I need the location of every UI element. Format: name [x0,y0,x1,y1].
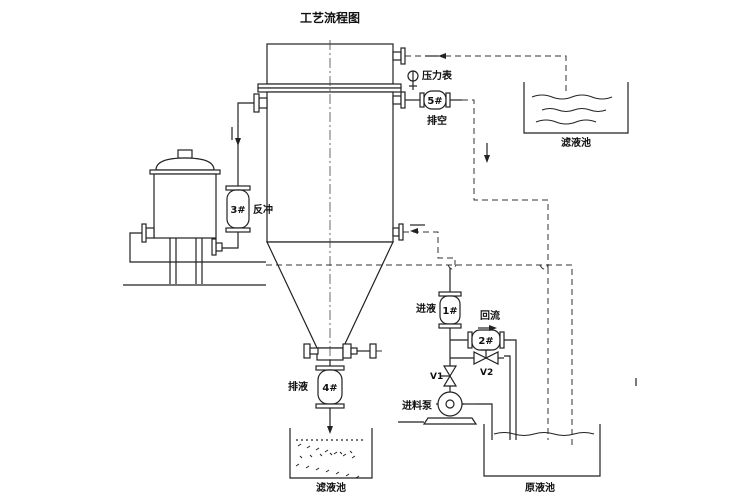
backflush-label: 反冲 [253,203,273,216]
flow-arrow-vent [484,155,490,163]
flow-arrow-top [438,53,446,59]
valve-4-label: 4# [322,383,337,394]
top-outlet-nozzle [392,47,406,65]
raw-liquid-pool [483,424,601,477]
backflush-nozzle [253,93,268,113]
cartridge-filter [141,149,223,284]
feed-pump-label: 进料泵 [402,399,433,412]
pressure-gauge [407,70,419,90]
valve-v1-label: V1 [430,372,443,382]
vent-nozzle [392,91,406,109]
main-filter-vessel [257,40,402,405]
filter-inlet-pipe [129,232,266,263]
valve-5[interactable] [405,90,462,110]
discharge-label: 排液 [288,380,308,393]
flow-arrow-discharge [327,426,333,434]
feed-header-line [266,264,573,445]
filtrate-pool-bottom-label: 滤液池 [316,481,346,494]
valve-1-label: 1# [442,306,457,317]
raw-pool-label: 原液池 [525,481,555,494]
filtrate-pool-top [523,82,629,134]
flow-arrow-return-loop [489,325,497,331]
backflush-pipe-lower [222,230,239,249]
vent-label: 排空 [427,114,447,127]
valve-3-label: 3# [230,205,245,216]
filtrate-pool-bottom [289,428,373,479]
flow-arrow-return [410,228,418,234]
vent-line [462,99,549,268]
inlet-label: 进液 [416,302,436,315]
pressure-gauge-label: 压力表 [422,69,453,82]
valve-v2-label: V2 [480,368,493,378]
valve-3[interactable] [225,185,251,233]
filtrate-pool-top-label: 滤液池 [561,136,591,149]
backflush-pipe [237,102,254,186]
filtrate-line-top [405,55,567,92]
valve-v2[interactable] [450,349,504,365]
return-flow-label: 回流 [480,309,500,322]
cone-nozzle-left [303,343,319,359]
valve-v1[interactable] [440,365,458,387]
return-line [403,231,456,265]
valve-1[interactable] [438,291,462,329]
cone-nozzle-right [342,343,377,359]
valve-2-label: 2# [478,336,493,347]
diagram-title: 工艺流程图 [300,10,360,25]
flow-arrow-backflush [235,138,241,146]
feed-pump [398,391,493,440]
return-nozzle [392,223,404,241]
valve-5-label: 5# [427,96,442,107]
